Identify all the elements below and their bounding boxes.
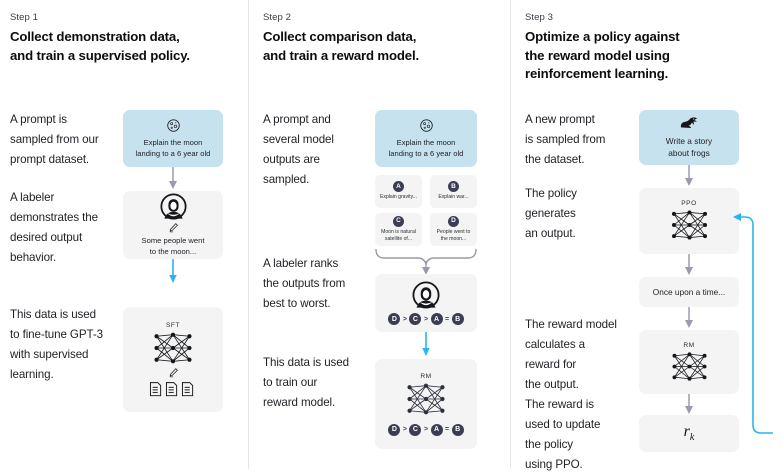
step-1-label: Step 1 bbox=[10, 12, 39, 23]
step-2-brace-arrow bbox=[373, 248, 481, 276]
step-1-arrow-1 bbox=[168, 167, 178, 191]
rank-badge-a: A bbox=[430, 423, 443, 436]
moon-icon bbox=[166, 118, 181, 133]
step-3-arrow-4 bbox=[684, 394, 694, 416]
rank-badge-c: C bbox=[409, 313, 422, 325]
step-2-option-c: C Moon is natural satellite of... bbox=[375, 213, 422, 246]
rank-badge-d: D bbox=[388, 313, 401, 325]
step-3-description-2: The policy generates an output. bbox=[525, 187, 577, 240]
step-3-rm-box: RM bbox=[639, 330, 739, 394]
neural-net-icon bbox=[402, 381, 450, 417]
rank-op: > bbox=[402, 426, 407, 433]
step-3-description-1: A new prompt is sampled from the dataset… bbox=[525, 113, 606, 166]
step-3-ppo-label: PPO bbox=[681, 200, 697, 207]
step-1-description-2: A labeler demonstrates the desired outpu… bbox=[10, 191, 98, 264]
option-badge: A bbox=[393, 181, 404, 193]
labeler-icon bbox=[159, 193, 187, 220]
step-2-rm-label: RM bbox=[420, 372, 432, 380]
pencil-icon bbox=[168, 367, 179, 378]
step-2-prompt-text: Explain the moon landing to a 6 year old bbox=[388, 137, 464, 158]
step-2-option-b: B Explain war... bbox=[430, 175, 477, 208]
labeler-icon bbox=[412, 281, 440, 309]
step-2-labeler-ranking: D > C > A = B bbox=[388, 313, 464, 325]
step-2-label: Step 2 bbox=[263, 12, 292, 23]
option-badge: C bbox=[393, 215, 404, 227]
option-text: People went to the moon... bbox=[436, 228, 471, 242]
step-3-prompt-box: Write a story about frogs bbox=[639, 110, 739, 165]
rank-op: = bbox=[445, 426, 450, 433]
step-2-description-3: This data is used to train our reward mo… bbox=[263, 356, 349, 409]
step-3-feedback-loop bbox=[733, 207, 781, 437]
option-text: Explain gravity... bbox=[380, 194, 417, 201]
step-2-option-d: D People went to the moon... bbox=[430, 213, 477, 246]
step-1-description-3: This data is used to fine-tune GPT-3 wit… bbox=[10, 308, 103, 381]
step-2-description-1: A prompt and several model outputs are s… bbox=[263, 113, 334, 186]
step-3-arrow-2 bbox=[684, 254, 694, 278]
step-2-option-a: A Explain gravity... bbox=[375, 175, 422, 208]
step-1-sft-box: SFT bbox=[123, 307, 223, 412]
step-1-column: Step 1 Collect demonstration data, and t… bbox=[0, 0, 248, 469]
pencil-icon bbox=[168, 222, 179, 233]
step-1-description-1: A prompt is sampled from our prompt data… bbox=[10, 113, 99, 166]
documents-icon bbox=[149, 381, 197, 398]
rank-op: > bbox=[423, 426, 429, 433]
step-3-rm-label: RM bbox=[683, 341, 695, 349]
frog-icon bbox=[679, 116, 699, 130]
option-text: Moon is natural satellite of... bbox=[381, 228, 416, 242]
step-3-ppo-box: PPO bbox=[639, 188, 739, 254]
rank-badge-a: A bbox=[430, 313, 443, 325]
step-2-prompt-box: Explain the moon landing to a 6 year old bbox=[375, 110, 477, 167]
step-2-column: Step 2 Collect comparison data, and trai… bbox=[248, 0, 510, 469]
rank-badge-c: C bbox=[409, 423, 422, 436]
rank-op: > bbox=[402, 315, 407, 323]
rank-badge-b: B bbox=[451, 423, 464, 436]
step-2-arrow-blue bbox=[421, 332, 431, 358]
rank-badge-b: B bbox=[451, 313, 464, 325]
step-3-output-text: Once upon a time... bbox=[652, 286, 726, 297]
step-3-description-3: The reward model calculates a reward for… bbox=[525, 318, 617, 391]
option-badge: B bbox=[448, 181, 459, 193]
step-3-arrow-1 bbox=[684, 165, 694, 189]
step-3-output-box: Once upon a time... bbox=[639, 277, 739, 307]
step-1-sft-label: SFT bbox=[166, 321, 180, 329]
step-1-prompt-box: Explain the moon landing to a 6 year old bbox=[123, 110, 223, 167]
step-2-rm-box: RM bbox=[375, 359, 477, 449]
option-badge: D bbox=[448, 215, 459, 227]
rank-op: = bbox=[445, 315, 450, 323]
option-text: Explain war... bbox=[438, 194, 469, 201]
rank-badge-d: D bbox=[388, 423, 401, 436]
step-2-title: Collect comparison data, and train a rew… bbox=[263, 29, 420, 63]
step-3-label: Step 3 bbox=[525, 12, 554, 23]
step-2-description-2: A labeler ranks the outputs from best to… bbox=[263, 257, 346, 310]
step-1-labeler-text: Some people went to the moon... bbox=[141, 235, 205, 256]
neural-net-icon bbox=[667, 350, 712, 383]
step-1-labeler-box: Some people went to the moon... bbox=[123, 191, 223, 259]
step-1-arrow-2 bbox=[168, 259, 178, 285]
reward-symbol: rk bbox=[683, 423, 695, 444]
step-3-column: Step 3 Optimize a policy against the rew… bbox=[510, 0, 781, 471]
step-3-reward-value-box: rk bbox=[639, 415, 739, 452]
step-3-description-4: The reward is used to update the policy … bbox=[525, 398, 601, 471]
step-3-prompt-text: Write a story about frogs bbox=[665, 135, 713, 158]
step-3-title: Optimize a policy against the reward mod… bbox=[525, 29, 680, 82]
neural-net-icon bbox=[667, 208, 712, 242]
step-2-rm-ranking: D > C > A = B bbox=[388, 423, 464, 436]
rank-op: > bbox=[423, 315, 429, 323]
step-1-prompt-text: Explain the moon landing to a 6 year old bbox=[135, 137, 211, 158]
step-1-title: Collect demonstration data, and train a … bbox=[10, 29, 190, 63]
step-2-labeler-box: D > C > A = B bbox=[375, 274, 477, 332]
moon-icon bbox=[419, 118, 434, 133]
step-3-arrow-3 bbox=[684, 307, 694, 331]
neural-net-icon bbox=[149, 330, 197, 366]
